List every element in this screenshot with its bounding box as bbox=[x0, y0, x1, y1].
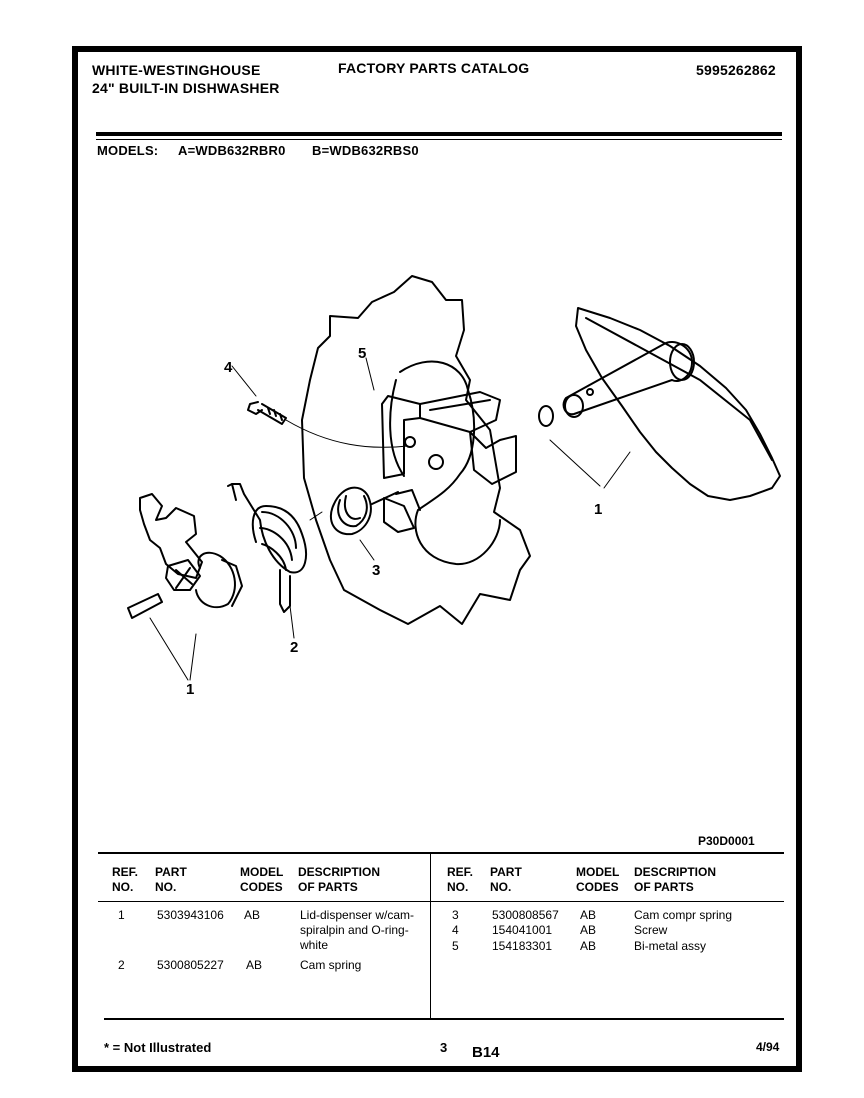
lid-dispenser-left bbox=[139, 493, 203, 579]
part-no: 5300805227 bbox=[157, 958, 224, 972]
table-header-rule bbox=[98, 901, 784, 902]
callout-3: 3 bbox=[372, 562, 380, 579]
table-top-rule bbox=[98, 852, 784, 854]
figure-code: P30D0001 bbox=[698, 834, 755, 848]
brand-name: WHITE-WESTINGHOUSE bbox=[92, 62, 261, 78]
model-codes: AB bbox=[580, 923, 597, 937]
callout-2: 2 bbox=[290, 639, 298, 656]
catalog-title: FACTORY PARTS CATALOG bbox=[338, 60, 530, 76]
ref-no: 5 bbox=[452, 939, 459, 953]
catalog-number: 5995262862 bbox=[696, 62, 776, 78]
bimetal-bracket bbox=[381, 395, 421, 479]
col-part-right: PART NO. bbox=[490, 865, 522, 894]
header-rule-thick bbox=[96, 132, 782, 136]
callout-4: 4 bbox=[224, 359, 233, 376]
model-codes: AB bbox=[580, 939, 597, 953]
model-b: B=WDB632RBS0 bbox=[312, 143, 419, 158]
callout-5: 5 bbox=[358, 345, 366, 362]
description: Cam spring bbox=[300, 958, 362, 972]
table-divider bbox=[430, 852, 431, 1018]
page-frame bbox=[72, 46, 802, 1072]
model-codes: AB bbox=[580, 908, 597, 922]
col-part-left: PART NO. bbox=[155, 865, 187, 894]
model-codes: AB bbox=[244, 908, 261, 922]
section-code: B14 bbox=[472, 1044, 500, 1061]
model-codes: AB bbox=[246, 958, 263, 972]
product-name: 24" BUILT-IN DISHWASHER bbox=[92, 80, 280, 96]
cam-spring bbox=[231, 483, 307, 574]
revision-date: 4/94 bbox=[756, 1040, 780, 1054]
ref-no: 4 bbox=[452, 923, 459, 937]
ref-no: 2 bbox=[118, 958, 125, 972]
col-ref-left: REF. NO. bbox=[112, 865, 139, 894]
spiral-pin bbox=[127, 593, 163, 619]
col-desc-right: DESCRIPTION OF PARTS bbox=[634, 865, 717, 894]
col-ref-right: REF. NO. bbox=[447, 865, 474, 894]
description: Cam compr spring bbox=[634, 908, 733, 922]
page-number: 3 bbox=[440, 1040, 448, 1055]
part-no: 154183301 bbox=[492, 939, 553, 953]
ref-no: 1 bbox=[118, 908, 125, 922]
callout-1-right: 1 bbox=[594, 501, 602, 518]
cam-compr-spring bbox=[329, 486, 372, 536]
description: Bi-metal assy bbox=[634, 939, 707, 953]
callout-1-left: 1 bbox=[186, 681, 194, 698]
col-desc-left: DESCRIPTION OF PARTS bbox=[298, 865, 381, 894]
o-ring bbox=[538, 405, 554, 427]
header-rule-thin bbox=[96, 139, 782, 140]
part-no: 5300808567 bbox=[492, 908, 559, 922]
model-a: A=WDB632RBR0 bbox=[178, 143, 286, 158]
ref-no: 3 bbox=[452, 908, 459, 922]
description: Lid-dispenser w/cam-spiralpin and O-ring… bbox=[300, 908, 415, 952]
dispenser-cup bbox=[399, 360, 501, 566]
models-label: MODELS: bbox=[97, 143, 159, 158]
lid-dispenser-right bbox=[575, 307, 781, 501]
description: Screw bbox=[634, 923, 668, 937]
part-no: 154041001 bbox=[492, 923, 553, 937]
not-illustrated-note: * = Not Illustrated bbox=[104, 1040, 212, 1055]
screw bbox=[247, 401, 287, 425]
col-model-right: MODEL CODES bbox=[576, 865, 620, 894]
part-no: 5303943106 bbox=[157, 908, 224, 922]
table-bottom-rule bbox=[104, 1018, 784, 1020]
door-panel-outline bbox=[301, 275, 531, 625]
exploded-parts-diagram: 5 4 1 3 2 1 bbox=[127, 275, 781, 698]
col-model-left: MODEL CODES bbox=[240, 865, 284, 894]
